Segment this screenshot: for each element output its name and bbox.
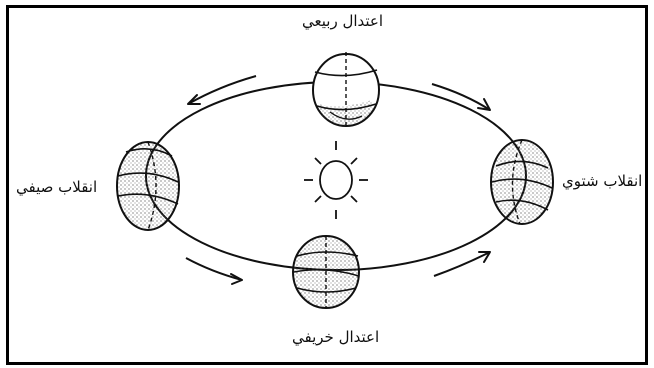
arrow-bottom-left (186, 258, 242, 284)
sun-icon (304, 141, 368, 219)
label-autumn-equinox: اعتدال خريفي (292, 330, 379, 345)
label-spring-equinox: اعتدال ربيعي (302, 14, 383, 29)
label-winter-solstice: انقلاب شتوي (562, 174, 642, 189)
earth-left (117, 142, 179, 230)
earth-top (313, 52, 379, 126)
earth-bottom (293, 236, 359, 308)
label-summer-solstice: انقلاب صيفي (16, 180, 97, 195)
arrow-bottom-right (434, 252, 490, 276)
earth-right (491, 140, 553, 224)
